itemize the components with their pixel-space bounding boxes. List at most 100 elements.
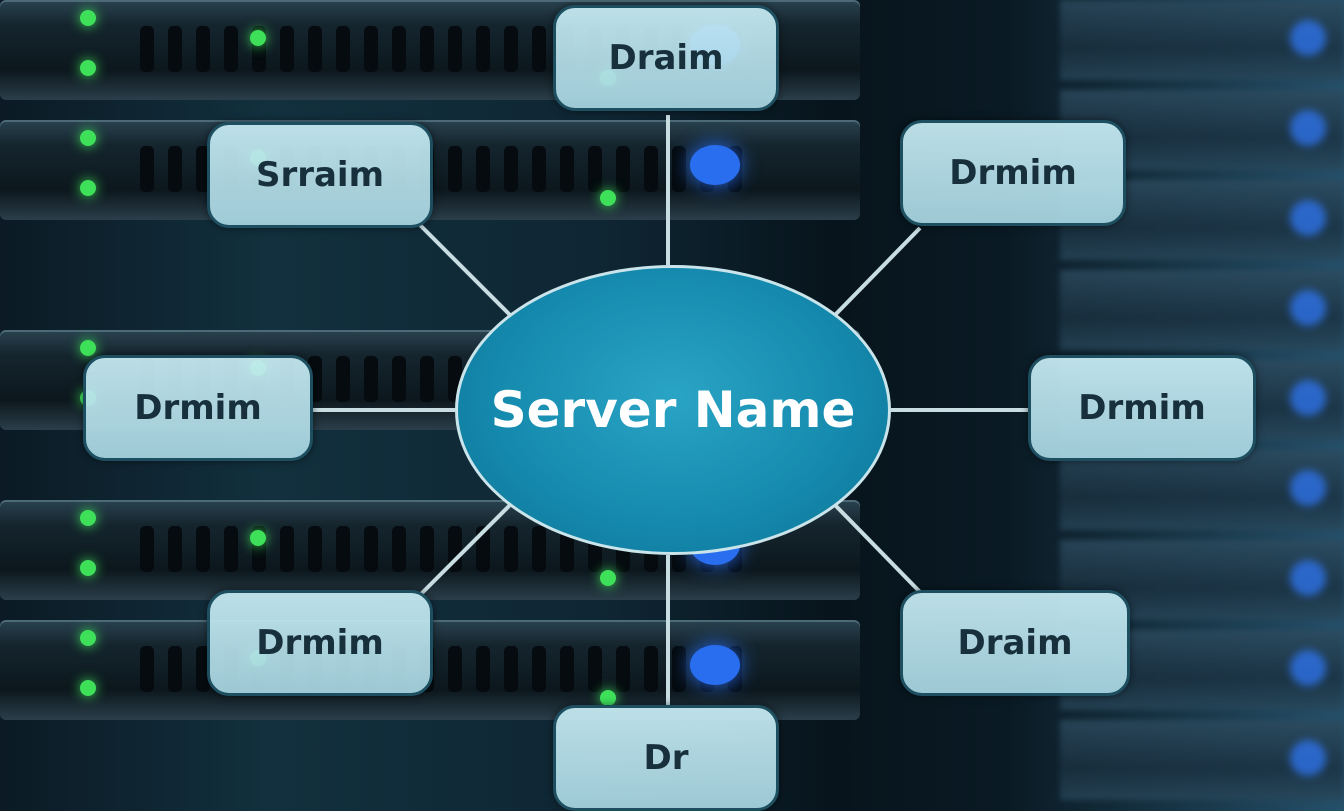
power-led-icon (1290, 380, 1326, 416)
node-top-right: Drmim (900, 120, 1126, 226)
drive-slot (616, 146, 630, 192)
drive-slot (364, 26, 378, 72)
node-label: Drmim (1078, 388, 1206, 428)
node-label: Drmim (134, 388, 262, 428)
drive-slot (420, 526, 434, 572)
drive-slot (140, 646, 154, 692)
drive-slot (336, 26, 350, 72)
status-led-icon (600, 190, 616, 206)
connector-lines (313, 115, 1028, 705)
drive-slot (140, 26, 154, 72)
status-led-icon (80, 340, 96, 356)
drive-slot (364, 526, 378, 572)
drive-slot (196, 146, 210, 192)
drive-slot (364, 356, 378, 402)
status-led-icon (80, 180, 96, 196)
node-label: Drmim (256, 623, 384, 663)
drive-slot (476, 146, 490, 192)
power-led-icon (690, 145, 740, 185)
drive-slot (560, 646, 574, 692)
power-led-icon (1290, 110, 1326, 146)
drive-slot (168, 646, 182, 692)
drive-slot (140, 526, 154, 572)
power-led-icon (1290, 290, 1326, 326)
drive-slot (672, 646, 686, 692)
node-right: Drmim (1028, 355, 1256, 461)
drive-slot (280, 526, 294, 572)
status-led-icon (80, 130, 96, 146)
drive-slot (392, 356, 406, 402)
power-led-icon (690, 645, 740, 685)
power-led-icon (1290, 650, 1326, 686)
drive-slot (644, 646, 658, 692)
drive-slot (616, 646, 630, 692)
node-label: Srraim (255, 155, 385, 195)
power-led-icon (1290, 200, 1326, 236)
node-bottom: Dr (553, 705, 779, 811)
drive-slot (644, 146, 658, 192)
node-label: Draim (957, 623, 1073, 663)
drive-slot (448, 146, 462, 192)
drive-slot (168, 526, 182, 572)
power-led-icon (1290, 20, 1326, 56)
drive-slot (140, 146, 154, 192)
drive-slot (336, 526, 350, 572)
drive-slot (476, 646, 490, 692)
drive-slot (308, 26, 322, 72)
power-led-icon (1290, 470, 1326, 506)
drive-slot (336, 356, 350, 402)
status-led-icon (250, 30, 266, 46)
drive-slot (280, 26, 294, 72)
drive-slot (420, 356, 434, 402)
connector-top-right (833, 226, 922, 317)
drive-slot (476, 26, 490, 72)
drive-slot (448, 26, 462, 72)
node-label: Drmim (949, 153, 1077, 193)
drive-slot (532, 26, 546, 72)
drive-slot (308, 526, 322, 572)
drive-slot (392, 526, 406, 572)
drive-slot (504, 146, 518, 192)
connector-top-left (418, 223, 512, 317)
power-led-icon (1290, 560, 1326, 596)
status-led-icon (80, 510, 96, 526)
node-bottom-left: Drmim (207, 590, 433, 696)
connector-bottom-left (418, 503, 512, 597)
drive-slot (504, 526, 518, 572)
node-label: Dr (643, 738, 689, 778)
drive-slot (532, 646, 546, 692)
drive-slot (196, 646, 210, 692)
drive-slot (224, 26, 238, 72)
node-top: Draim (553, 5, 779, 111)
status-led-icon (80, 630, 96, 646)
status-led-icon (600, 570, 616, 586)
status-led-icon (600, 690, 616, 706)
drive-slot (672, 146, 686, 192)
drive-slot (224, 526, 238, 572)
drive-slot (588, 146, 602, 192)
center-node-label: Server Name (490, 381, 856, 439)
status-led-icon (80, 10, 96, 26)
drive-slot (168, 26, 182, 72)
status-led-icon (80, 680, 96, 696)
drive-slot (532, 146, 546, 192)
status-led-icon (80, 560, 96, 576)
drive-slot (448, 526, 462, 572)
status-led-icon (250, 530, 266, 546)
connector-bottom-right (833, 503, 922, 594)
drive-slot (504, 646, 518, 692)
drive-slot (392, 26, 406, 72)
node-left: Drmim (83, 355, 313, 461)
drive-slot (420, 26, 434, 72)
drive-slot (196, 526, 210, 572)
status-led-icon (80, 60, 96, 76)
drive-slot (504, 26, 518, 72)
drive-slot (168, 146, 182, 192)
node-bottom-right: Draim (900, 590, 1130, 696)
node-top-left: Srraim (207, 122, 433, 228)
drive-slot (196, 26, 210, 72)
center-node: Server Name (455, 265, 891, 555)
drive-slot (448, 646, 462, 692)
drive-slot (588, 646, 602, 692)
node-label: Draim (608, 38, 724, 78)
